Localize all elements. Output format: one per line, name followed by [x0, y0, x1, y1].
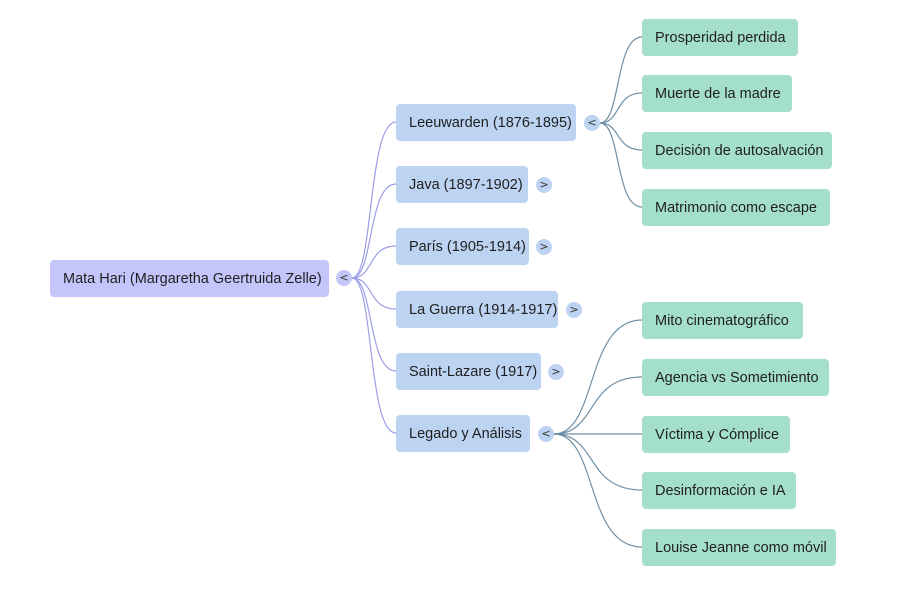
- leeuwarden-leaf-link-3: [599, 122, 643, 208]
- leaf-desinformacion-e-ia[interactable]: Desinformación e IA: [642, 472, 796, 509]
- root-branch-link-2: [351, 245, 397, 279]
- leaf-muerte-de-la-madre[interactable]: Muerte de la madre: [642, 75, 792, 112]
- branch-la-guerra[interactable]: La Guerra (1914-1917): [396, 291, 558, 328]
- branch-saint-lazare[interactable]: Saint-Lazare (1917): [396, 353, 541, 390]
- branch-leeuwarden-toggle[interactable]: <: [584, 115, 600, 131]
- branch-leeuwarden[interactable]: Leeuwarden (1876-1895): [396, 104, 576, 141]
- branch-java-toggle[interactable]: >: [536, 177, 552, 193]
- root-branch-link-3: [351, 277, 397, 310]
- legado-leaf-link-0: [553, 319, 643, 435]
- leaf-agencia-vs-sometimiento[interactable]: Agencia vs Sometimiento: [642, 359, 829, 396]
- legado-leaf-link-4: [553, 433, 643, 548]
- leaf-louise-jeanne-como-movil[interactable]: Louise Jeanne como móvil: [642, 529, 836, 566]
- legado-leaf-link-3: [553, 433, 643, 491]
- branch-la-guerra-toggle[interactable]: >: [566, 302, 582, 318]
- root-branch-link-0: [351, 121, 397, 279]
- leaf-mito-cinematografico[interactable]: Mito cinematográfico: [642, 302, 803, 339]
- leeuwarden-leaf-link-0: [599, 36, 643, 124]
- root-node[interactable]: Mata Hari (Margaretha Geertruida Zelle): [50, 260, 329, 297]
- legado-leaf-link-1: [553, 376, 643, 435]
- branch-saint-lazare-toggle[interactable]: >: [548, 364, 564, 380]
- leaf-prosperidad-perdida[interactable]: Prosperidad perdida: [642, 19, 798, 56]
- branch-paris-toggle[interactable]: >: [536, 239, 552, 255]
- leeuwarden-leaf-link-1: [599, 92, 643, 124]
- leeuwarden-leaf-link-2: [599, 122, 643, 151]
- root-collapse-toggle[interactable]: <: [336, 270, 352, 286]
- leaf-decision-autosalvacion[interactable]: Decisión de autosalvación: [642, 132, 832, 169]
- leaf-matrimonio-como-escape[interactable]: Matrimonio como escape: [642, 189, 830, 226]
- branch-paris[interactable]: París (1905-1914): [396, 228, 529, 265]
- leaf-victima-y-complice[interactable]: Víctima y Cómplice: [642, 416, 790, 453]
- branch-legado-toggle[interactable]: <: [538, 426, 554, 442]
- root-branch-link-5: [351, 277, 397, 434]
- branch-java[interactable]: Java (1897-1902): [396, 166, 528, 203]
- branch-legado[interactable]: Legado y Análisis: [396, 415, 530, 452]
- root-branch-link-1: [351, 183, 397, 279]
- root-branch-link-4: [351, 277, 397, 372]
